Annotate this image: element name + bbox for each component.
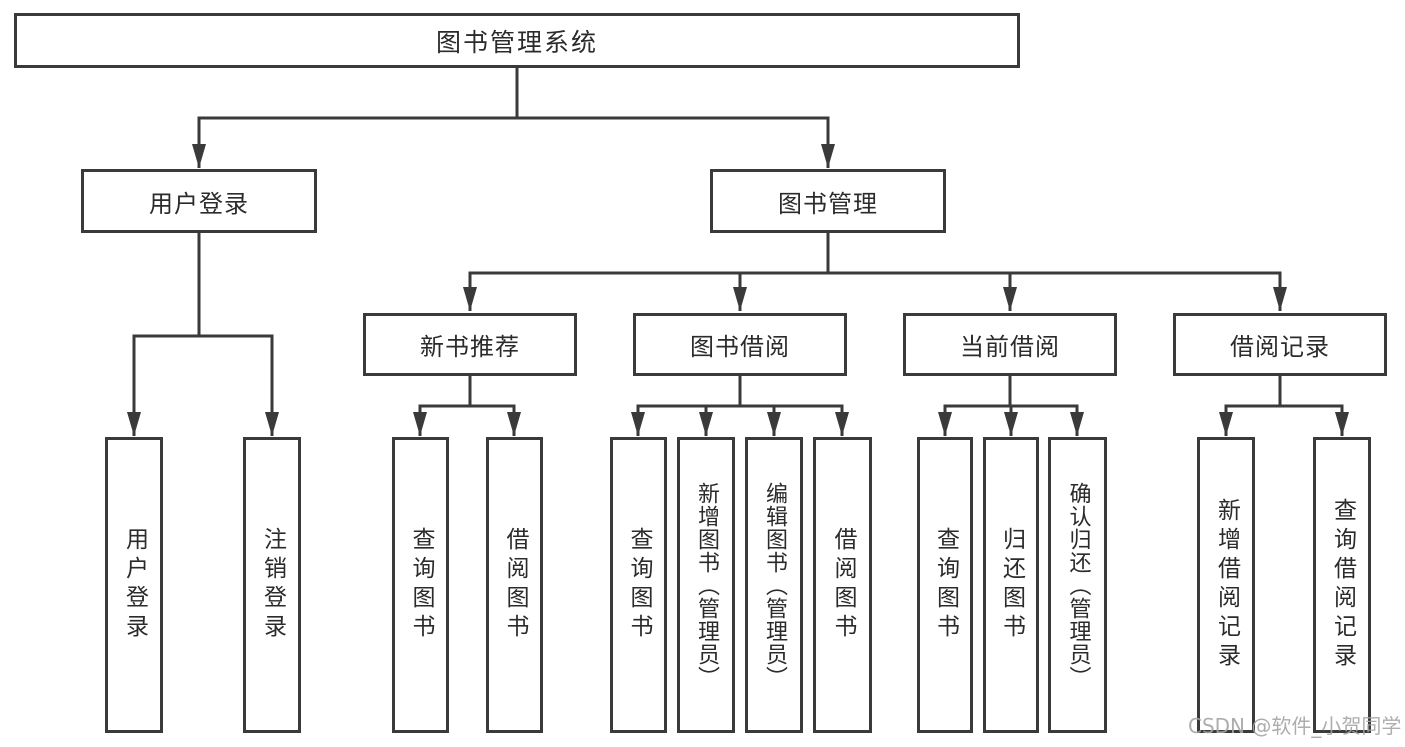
leaf-borrow-book-borrow: 借阅图书 — [813, 437, 872, 733]
node-current-borrow: 当前借阅 — [903, 313, 1117, 376]
leaf-logout-login-label: 注销登录 — [259, 527, 286, 643]
node-user-login: 用户登录 — [81, 169, 317, 233]
leaf-edit-book-admin-label: 编辑图书（管理员） — [762, 481, 787, 689]
leaf-borrow-book-recommend-label: 借阅图书 — [502, 527, 528, 643]
leaf-confirm-return-admin: 确认归还（管理员） — [1048, 437, 1107, 733]
leaf-query-book-borrow-label: 查询图书 — [626, 527, 652, 643]
node-borrow-record-label: 借阅记录 — [1230, 333, 1330, 361]
node-root: 图书管理系统 — [14, 13, 1020, 68]
leaf-user-login: 用户登录 — [105, 437, 163, 733]
leaf-add-borrow-record-label: 新增借阅记录 — [1213, 498, 1240, 672]
node-borrow-record: 借阅记录 — [1173, 313, 1387, 376]
leaf-add-book-admin: 新增图书（管理员） — [677, 437, 735, 733]
leaf-query-book-recommend-label: 查询图书 — [408, 527, 434, 643]
leaf-borrow-book-recommend: 借阅图书 — [486, 437, 543, 733]
node-book-management-label: 图书管理 — [778, 189, 878, 218]
node-new-book-recommend-label: 新书推荐 — [420, 333, 520, 361]
leaf-user-login-label: 用户登录 — [121, 527, 148, 643]
leaf-query-book-current: 查询图书 — [917, 437, 973, 733]
csdn-watermark: CSDN @软件_小贺同学 — [1188, 714, 1402, 738]
leaf-return-book: 归还图书 — [983, 437, 1039, 733]
leaf-confirm-return-admin-label: 确认归还（管理员） — [1065, 481, 1091, 689]
node-root-label: 图书管理系统 — [435, 27, 598, 57]
node-current-borrow-label: 当前借阅 — [960, 333, 1060, 361]
node-book-borrow: 图书借阅 — [633, 313, 847, 376]
leaf-add-borrow-record: 新增借阅记录 — [1197, 437, 1255, 733]
leaf-query-book-recommend: 查询图书 — [392, 437, 449, 733]
leaf-query-book-current-label: 查询图书 — [932, 527, 959, 643]
node-new-book-recommend: 新书推荐 — [363, 313, 577, 376]
leaf-borrow-book-borrow-label: 借阅图书 — [830, 527, 856, 643]
leaf-query-borrow-record-label: 查询借阅记录 — [1329, 498, 1356, 672]
leaf-query-borrow-record: 查询借阅记录 — [1313, 437, 1371, 733]
leaf-edit-book-admin: 编辑图书（管理员） — [745, 437, 803, 733]
node-book-management: 图书管理 — [710, 169, 946, 233]
node-user-login-label: 用户登录 — [149, 189, 249, 218]
leaf-query-book-borrow: 查询图书 — [610, 437, 667, 733]
leaf-return-book-label: 归还图书 — [998, 527, 1025, 643]
leaf-logout-login: 注销登录 — [243, 437, 301, 733]
node-book-borrow-label: 图书借阅 — [690, 333, 790, 361]
leaf-add-book-admin-label: 新增图书（管理员） — [694, 481, 719, 689]
